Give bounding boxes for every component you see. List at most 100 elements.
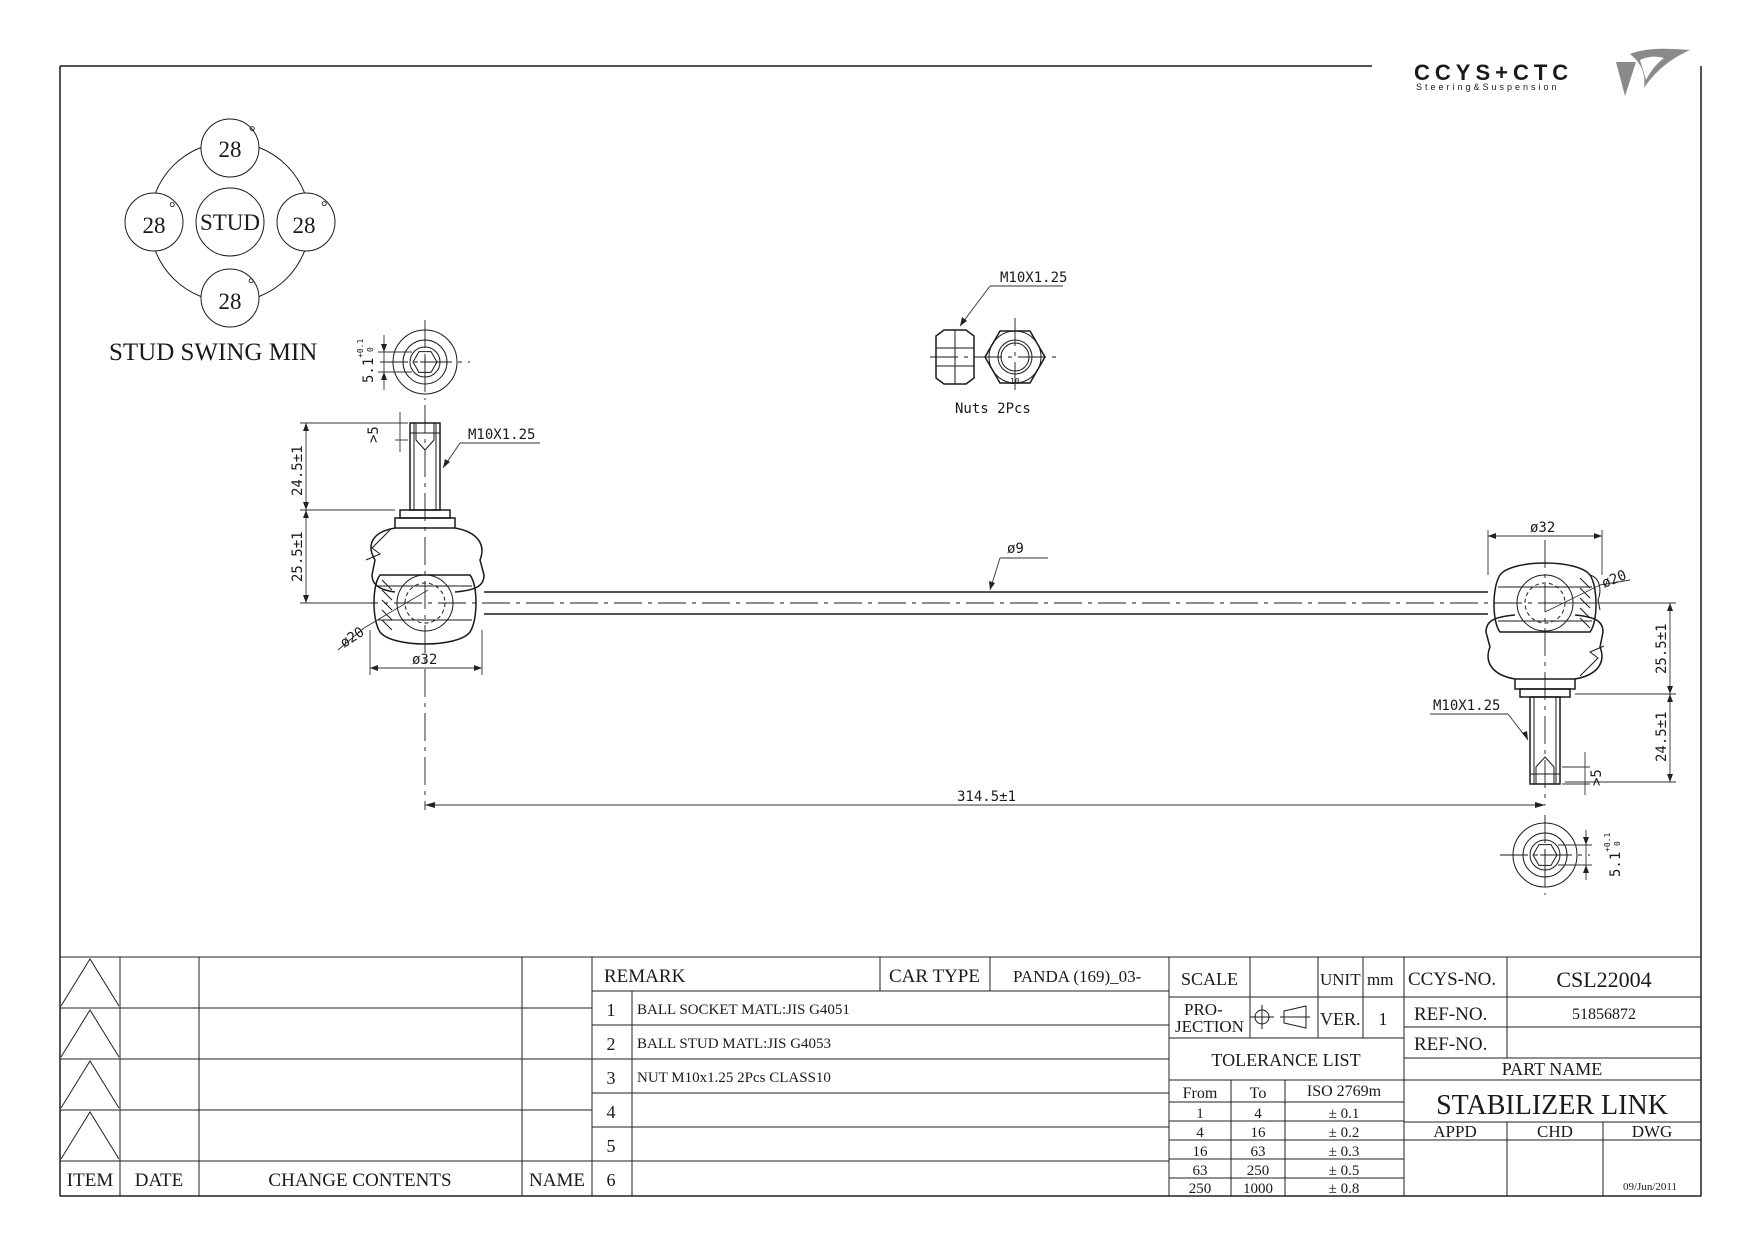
stud-tip-left-dim: >5 [366,426,382,443]
stud-center-circle [195,187,265,257]
hex-right-dim: 5.1 [1608,852,1624,877]
hex-left-tol-upper: +0.1 [356,339,365,358]
tol-row-1-from: 1 [1196,1106,1204,1122]
title-block: CCYS-NO. CSL22004 REF-NO. 51856872 REF-N… [1403,956,1702,1197]
remark-row-3-text: NUT M10x1.25 2Pcs CLASS10 [637,1070,831,1086]
spec-table: SCALE UNIT mm PRO- JECTION VER. 1 TOLERA… [1168,956,1405,1197]
thread-left-label: M10X1.25 [468,427,535,443]
tol-row-5-to: 1000 [1243,1181,1273,1197]
tol-row-2-from: 4 [1196,1125,1204,1141]
tol-row-4-from: 63 [1193,1163,1208,1179]
degree-bottom: ° [248,276,254,293]
revision-header-date: DATE [135,1170,184,1191]
overall-length-dimension: 314.5±1 [425,789,1545,808]
logo-emblem-icon [1616,48,1690,96]
right-ball-joint: ø32 ø20 25.5±1 24.5±1 >5 M10X1.25 [1430,520,1676,805]
tol-row-1-value: ± 0.1 [1329,1106,1360,1122]
ver-label: VER. [1320,1009,1361,1029]
dwg-label: DWG [1632,1122,1673,1141]
tol-row-3-value: ± 0.3 [1329,1144,1360,1160]
stabilizer-rod: ø9 [350,541,1600,615]
tol-row-4-value: ± 0.5 [1329,1163,1360,1179]
remark-row-1-text: BALL SOCKET MATL:JIS G4051 [637,1002,850,1018]
tolerance-header-from: From [1183,1085,1218,1102]
hex-right-tol-upper: +0.1 [1603,833,1612,852]
part-name-label: PART NAME [1502,1059,1602,1079]
head-h-right-dim: 25.5±1 [1654,623,1670,674]
logo-tagline: Steering&Suspension [1416,82,1560,92]
projection-label-1: PRO- [1184,1000,1223,1019]
head-h-left-dim: 25.5±1 [290,531,306,582]
ccys-no-label: CCYS-NO. [1408,969,1496,990]
nut-thread-label: M10X1.25 [1000,270,1067,286]
housing-left-dim: ø32 [412,652,437,668]
remark-table: REMARK CAR TYPE PANDA (169)_03- 1 BALL S… [591,956,1170,1197]
swing-angle-right: 28 [293,213,316,238]
stud-swing-diagram: STUD 28 ° 28 ° 28 ° 28 ° STUD SWING MIN [109,118,336,366]
stud-label: STUD [200,210,260,235]
unit-label: UNIT [1320,970,1361,989]
tol-row-3-from: 16 [1193,1144,1209,1160]
ref-no-label: REF-NO. [1414,1004,1487,1025]
overall-length-label: 314.5±1 [957,789,1016,805]
stud-len-left-dim: 24.5±1 [290,445,306,496]
ball-dia-left-dim: ø20 [337,624,367,651]
appd-label: APPD [1433,1122,1476,1141]
tolerance-header-iso: ISO 2769m [1307,1083,1382,1100]
left-ball-joint: >5 M10X1.25 24.5±1 25.5±1 ø20 ø32 [290,405,540,810]
hex-left-tol-lower: 0 [366,347,375,352]
part-name-value: STABILIZER LINK [1436,1090,1668,1121]
unit-value: mm [1367,970,1393,989]
tol-row-1-to: 4 [1254,1106,1262,1122]
remark-row-2-no: 2 [607,1034,616,1054]
swing-bottom-circle [200,268,260,328]
remark-label: REMARK [604,966,686,987]
stud-swing-caption: STUD SWING MIN [109,339,317,366]
nut-width-dim: 10 [1010,377,1020,386]
remark-row-3-no: 3 [607,1068,616,1088]
chd-label: CHD [1537,1122,1573,1141]
nuts-view: 10 M10X1.25 Nuts 2Pcs [930,270,1067,417]
stud-tip-right-dim: >5 [1589,769,1605,786]
revision-table: ITEM DATE CHANGE CONTENTS NAME [59,956,593,1197]
ver-value: 1 [1379,1009,1388,1029]
hex-left-dim: 5.1 [361,358,377,383]
rod-dia-label: ø9 [1007,541,1024,557]
swing-left-circle [124,192,184,252]
tolerance-title: TOLERANCE LIST [1211,1050,1360,1070]
projection-label-2: JECTION [1175,1017,1244,1036]
scale-label: SCALE [1181,969,1238,989]
remark-row-5-no: 5 [607,1136,616,1156]
ref-no-value: 51856872 [1572,1006,1636,1023]
tol-row-3-to: 63 [1251,1144,1266,1160]
swing-top-circle [200,118,260,178]
remark-row-1-no: 1 [607,1000,616,1020]
logo-brand: CCYS+CTC [1414,60,1573,85]
swing-right-circle [276,192,336,252]
revision-header-name: NAME [529,1170,585,1191]
revision-header-change: CHANGE CONTENTS [268,1170,451,1191]
swing-angle-top: 28 [219,137,242,162]
car-type-value: PANDA (169)_03- [1013,967,1142,986]
tolerance-header-to: To [1250,1085,1267,1102]
tol-row-2-value: ± 0.2 [1329,1125,1360,1141]
degree-left: ° [169,200,175,217]
swing-angle-left: 28 [143,213,166,238]
tol-row-2-to: 16 [1251,1125,1267,1141]
ball-dia-right-dim: ø20 [1600,567,1629,591]
tol-row-4-to: 250 [1247,1163,1270,1179]
ccys-no-value: CSL22004 [1556,967,1651,992]
car-type-label: CAR TYPE [889,966,980,987]
company-logo: CCYS+CTC Steering&Suspension [1414,48,1690,96]
drawing-date: 09/Jun/2011 [1623,1181,1677,1193]
left-stud-end-view: 5.1 +0.1 0 [356,320,470,400]
thread-right-label: M10X1.25 [1433,698,1500,714]
swing-angle-bottom: 28 [219,289,242,314]
tol-row-5-from: 250 [1189,1181,1212,1197]
stud-len-right-dim: 24.5±1 [1654,711,1670,762]
nut-caption: Nuts 2Pcs [955,401,1031,417]
remark-row-2-text: BALL STUD MATL:JIS G4053 [637,1036,831,1052]
remark-row-6-no: 6 [607,1170,616,1190]
projection-symbol-icon [1250,1005,1310,1029]
